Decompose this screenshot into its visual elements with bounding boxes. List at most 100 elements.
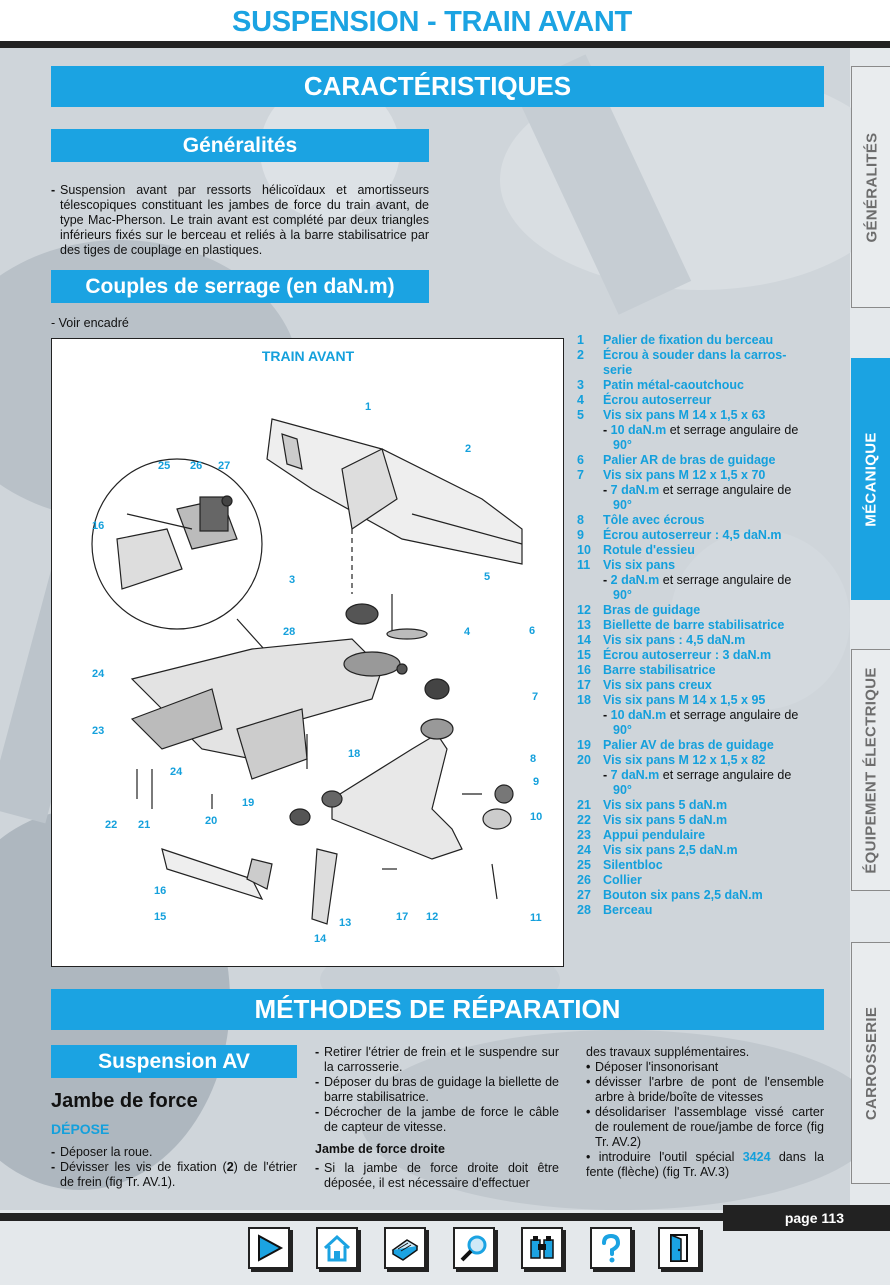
print-button[interactable] [384,1227,426,1269]
callout-5: 5 [484,571,490,583]
legend-label: Vis six pans 2,5 daN.m [603,843,738,857]
legend-number: 3 [577,378,584,392]
legend-number: 11 [577,558,591,572]
generalites-paragraph: -Suspension avant par ressorts hélicoïda… [51,183,429,257]
footer-rule [0,1213,890,1221]
callout-15: 15 [154,911,166,923]
legend-number: 8 [577,513,584,527]
legend-number: 12 [577,603,591,617]
callout-14: 14 [314,933,327,945]
callout-18: 18 [348,748,360,760]
generalites-text: Suspension avant par ressorts hélicoïdau… [60,183,429,257]
callout-7: 7 [532,691,538,703]
methodes-banner: MÉTHODES DE RÉPARATION [51,989,824,1030]
find-button[interactable] [521,1227,563,1269]
page-number: page 113 [784,1210,844,1226]
legend-number: 26 [577,873,591,887]
callout-23: 23 [92,725,104,737]
legend-number: 10 [577,543,591,557]
legend-label: Vis six pans [603,558,676,572]
binoculars-icon [530,1236,554,1259]
callout-3: 3 [289,574,295,586]
generalites-banner: Généralités [51,129,429,162]
legend-item: 10 Rotule d'essieu [577,543,824,558]
exit-door-icon [670,1233,688,1262]
callout-9: 9 [533,776,539,788]
legend-number: 22 [577,813,591,827]
legend-label: Écrou à souder dans la carros- [603,348,787,362]
legend-label: Écrou autoserreur : 3 daN.m [603,648,772,662]
legend-label: Bras de guidage [603,603,701,617]
legend-number: 13 [577,618,591,632]
callout-21: 21 [138,819,150,831]
callout-28: 28 [283,626,295,638]
legend-number: 1 [577,333,584,347]
legend-label: Vis six pans M 12 x 1,5 x 82 [603,753,766,767]
legend-number: 20 [577,753,591,767]
callout-6: 6 [529,625,535,637]
legend-number: 17 [577,678,591,692]
callout-10: 10 [530,811,542,823]
train-avant-diagram: TRAIN AVANT [91,348,542,945]
jambe-droite-heading: Jambe de force droite [315,1142,445,1156]
search-magnifier-icon [460,1235,487,1262]
tab-carrosserie[interactable]: CARROSSERIE [851,942,890,1184]
legend-number: 7 [577,468,584,482]
legend-label: Vis six pans 5 daN.m [603,798,728,812]
exit-button[interactable] [658,1227,700,1269]
page-title: SUSPENSION - TRAIN AVANT [232,6,632,38]
legend-label: Tôle avec écrous [603,513,705,527]
jambe-de-force-heading: Jambe de force [51,1090,198,1112]
next-button[interactable] [248,1227,290,1269]
callout-26: 26 [190,460,202,472]
tab-generalites[interactable]: GÉNÉRALITÉS [851,66,890,308]
control-arm-drawing [136,678,514,925]
legend-item-continuation: serie [603,363,633,377]
help-button[interactable] [590,1227,632,1269]
legend-item: 23 Appui pendulaire [577,828,824,843]
header-rule [0,41,890,48]
figure-callouts: 1 2 3 4 5 6 7 8 9 10 11 12 13 14 15 16 1… [92,401,542,945]
legend-number: 23 [577,828,591,842]
col3-last: • introduire l'outil spécial 3424 dans l… [586,1150,824,1179]
legend-label: Collier [603,873,642,887]
home-button[interactable] [316,1227,358,1269]
legend-number: 16 [577,663,591,677]
column-3: des travaux supplémentaires. •Déposer l'… [586,1045,824,1180]
legend-item: 14 Vis six pans : 4,5 daN.m [577,633,824,648]
callout-20: 20 [205,815,217,827]
callout-13: 13 [339,917,351,929]
legend-label: Appui pendulaire [603,828,706,842]
legend-item: 3 Patin métal-caoutchouc [577,378,824,393]
legend-number: 19 [577,738,591,752]
legend-label: Patin métal-caoutchouc [603,378,744,392]
col1-item-1: -Déposer la roue. [51,1145,153,1159]
legend-label: Rotule d'essieu [603,543,695,557]
legend-label: Vis six pans : 4,5 daN.m [603,633,746,647]
legend-number: 9 [577,528,584,542]
search-button[interactable] [453,1227,495,1269]
callout-27: 27 [218,460,230,472]
tab-mecanique[interactable]: MÉCANIQUE [851,358,890,600]
callout-2: 2 [465,443,471,455]
legend-number: 14 [577,633,591,647]
legend-label: Écrou autoserreur [603,393,712,407]
callout-8: 8 [530,753,536,765]
tab-equipement-electrique[interactable]: ÉQUIPEMENT ÉLECTRIQUE [851,649,890,891]
header-bar [0,0,890,48]
legend-label: Palier de fixation du berceau [603,333,774,347]
footer-page-tab [723,1205,890,1231]
col2-item-1: -Retirer l'étrier de frein et le suspend… [315,1045,559,1074]
car-body-structure-drawing [266,418,523,594]
legend-number: 4 [577,393,584,407]
